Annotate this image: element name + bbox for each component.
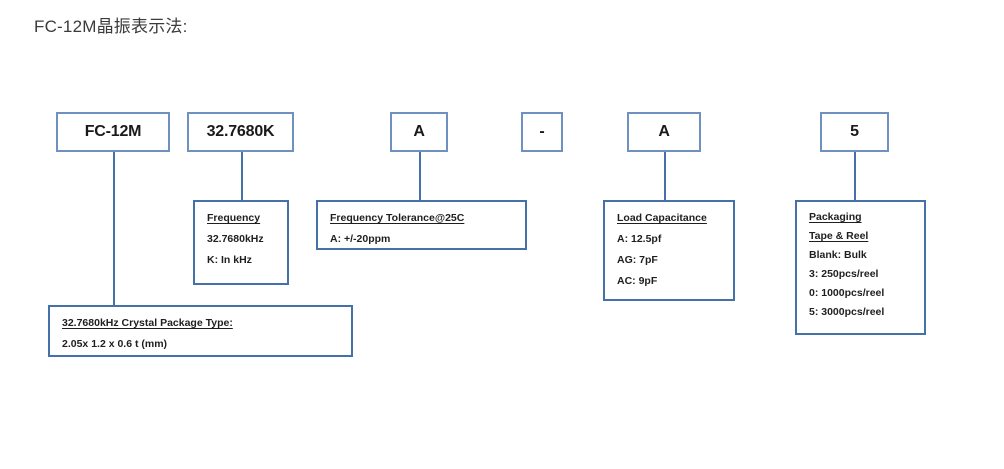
detail-box-frequency-tolerance: Frequency Tolerance@25C A: +/-20ppm bbox=[316, 200, 527, 250]
detail-frequency-tolerance-heading: Frequency Tolerance@25C bbox=[330, 212, 465, 224]
code-box-frequency-tolerance[interactable]: A bbox=[390, 112, 448, 152]
detail-box-packaging: Packaging Tape & Reel Blank: Bulk 3: 250… bbox=[795, 200, 926, 335]
code-box-package-type[interactable]: FC-12M bbox=[56, 112, 170, 152]
connector-package-type bbox=[113, 152, 115, 305]
detail-packaging-line-4: 5: 3000pcs/reel bbox=[809, 306, 885, 319]
code-box-load-capacitance-label: A bbox=[658, 123, 670, 140]
detail-packaging-line-2: 3: 250pcs/reel bbox=[809, 268, 879, 281]
detail-load-capacitance-line-2: AG: 7pF bbox=[617, 254, 658, 267]
detail-package-type-line-1: 2.05x 1.2 x 0.6 t (mm) bbox=[62, 338, 168, 351]
connector-load-capacitance bbox=[664, 152, 666, 202]
detail-load-capacitance-heading: Load Capacitance bbox=[617, 212, 707, 224]
detail-load-capacitance-line-3: AC: 9pF bbox=[617, 275, 658, 288]
detail-frequency-line-2: K: In kHz bbox=[207, 254, 252, 267]
detail-frequency-line-1: 32.7680kHz bbox=[207, 233, 264, 246]
connector-packaging bbox=[854, 152, 856, 202]
detail-frequency-tolerance-line-1: A: +/-20ppm bbox=[330, 233, 391, 246]
page-title: FC-12M晶振表示法: bbox=[34, 17, 188, 36]
detail-box-load-capacitance: Load Capacitance A: 12.5pf AG: 7pF AC: 9… bbox=[603, 200, 735, 301]
code-box-packaging-label: 5 bbox=[850, 123, 859, 140]
connector-frequency-tolerance bbox=[419, 152, 421, 202]
detail-package-type-heading: 32.7680kHz Crystal Package Type: bbox=[62, 317, 233, 329]
detail-packaging-line-1: Blank: Bulk bbox=[809, 249, 867, 262]
detail-packaging-subheading: Tape & Reel bbox=[809, 230, 869, 243]
code-box-packaging[interactable]: 5 bbox=[820, 112, 889, 152]
code-box-frequency-label: 32.7680K bbox=[206, 123, 275, 140]
detail-box-frequency: Frequency 32.7680kHz K: In kHz bbox=[193, 200, 289, 285]
code-box-frequency-tolerance-label: A bbox=[413, 123, 425, 140]
code-box-separator-label: - bbox=[539, 123, 545, 140]
detail-frequency-heading: Frequency bbox=[207, 212, 261, 224]
detail-packaging-line-3: 0: 1000pcs/reel bbox=[809, 287, 885, 300]
code-box-frequency[interactable]: 32.7680K bbox=[187, 112, 294, 152]
connector-frequency bbox=[241, 152, 243, 202]
detail-packaging-heading: Packaging bbox=[809, 211, 862, 223]
code-box-package-type-label: FC-12M bbox=[84, 123, 142, 140]
detail-load-capacitance-line-1: A: 12.5pf bbox=[617, 233, 662, 246]
detail-box-package-type: 32.7680kHz Crystal Package Type: 2.05x 1… bbox=[48, 305, 353, 357]
code-box-load-capacitance[interactable]: A bbox=[627, 112, 701, 152]
code-box-separator[interactable]: - bbox=[521, 112, 563, 152]
